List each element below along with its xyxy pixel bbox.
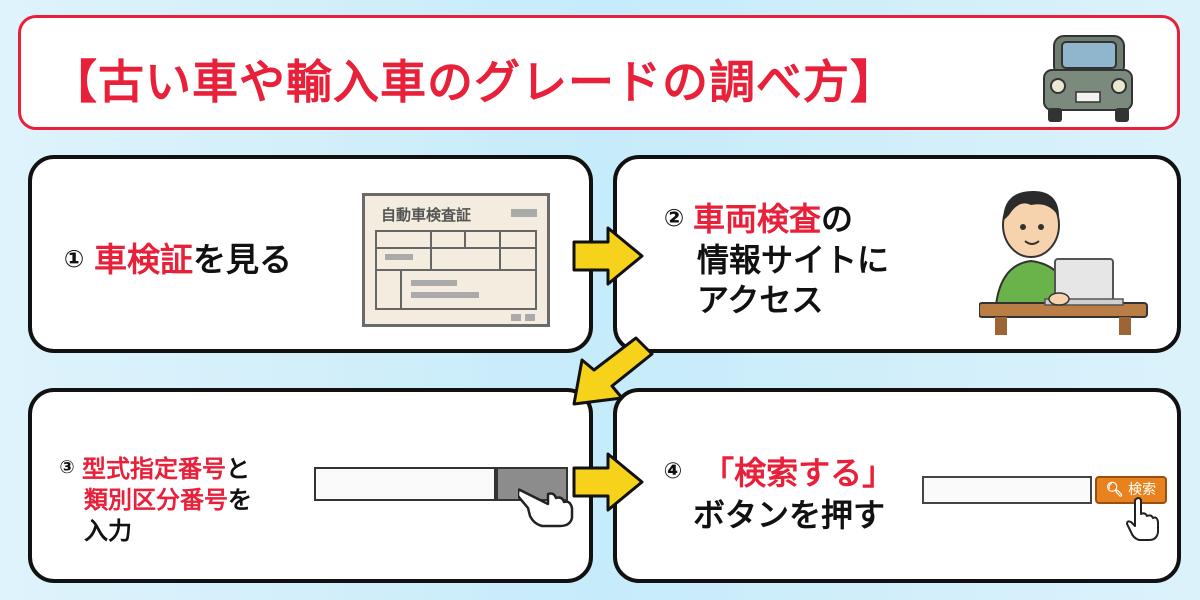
search-button-illustration: 🔍︎ 検索 xyxy=(1095,476,1167,504)
certificate-icon: 自動車検査証 xyxy=(362,193,550,327)
step3-line1-red: 型式指定番号 xyxy=(82,455,226,483)
step2-text: ② 車両検査の 情報サイトに アクセス xyxy=(655,199,889,320)
car-icon xyxy=(1043,35,1133,122)
certificate-title: 自動車検査証 xyxy=(381,206,472,224)
step3-line3: 入力 xyxy=(84,517,132,545)
step1-panel: ① 車検証を見る 自動車検査証 xyxy=(28,155,593,353)
arrow-down-left-icon xyxy=(572,336,654,406)
step3-line2-rest: を xyxy=(228,486,252,514)
person-laptop-icon xyxy=(979,191,1148,335)
step3-panel: ③ 型式指定番号と 類別区分番号を 入力 xyxy=(28,388,593,583)
step1-number: ① xyxy=(63,244,85,273)
step4-line2: ボタンを押す xyxy=(693,496,886,534)
magnifier-icon: 🔍︎ xyxy=(1105,482,1124,498)
title-box: 【古い車や輸入車のグレードの調べ方】 xyxy=(18,15,1180,130)
step3-text: ③ 型式指定番号と 類別区分番号を 入力 xyxy=(52,454,252,547)
arrow-right-icon xyxy=(572,452,644,512)
input-field-illustration xyxy=(314,467,496,501)
step2-panel: ② 車両検査の 情報サイトに アクセス xyxy=(613,155,1181,353)
step3-line1-rest: と xyxy=(226,455,250,483)
search-button-label: 検索 xyxy=(1128,482,1157,498)
arrow-right-icon xyxy=(572,226,644,286)
step4-line1: 「検索する」 xyxy=(702,454,895,492)
step2-number: ② xyxy=(663,204,685,232)
step1-text: ① 車検証を見る xyxy=(54,233,292,282)
step1-rest: を見る xyxy=(193,240,292,279)
step4-text: ④ 「検索する」 ボタンを押す xyxy=(655,452,894,536)
step3-line2-red: 類別区分番号 xyxy=(84,486,228,514)
step4-panel: ④ 「検索する」 ボタンを押す 🔍︎ 検索 xyxy=(613,388,1181,583)
search-field-illustration xyxy=(922,476,1092,504)
step1-highlight: 車検証 xyxy=(94,240,193,279)
step3-number: ③ xyxy=(59,457,75,478)
pointing-hand-icon xyxy=(1126,497,1159,541)
pointing-hand-icon xyxy=(518,488,574,528)
step2-highlight: 車両検査 xyxy=(693,200,822,238)
page-title: 【古い車や輸入車のグレードの調べ方】 xyxy=(51,55,897,109)
step2-line2: 情報サイトに xyxy=(697,241,890,279)
step4-number: ④ xyxy=(663,459,683,484)
step2-line3: アクセス xyxy=(697,281,824,319)
step2-line1-rest: の xyxy=(821,200,854,238)
